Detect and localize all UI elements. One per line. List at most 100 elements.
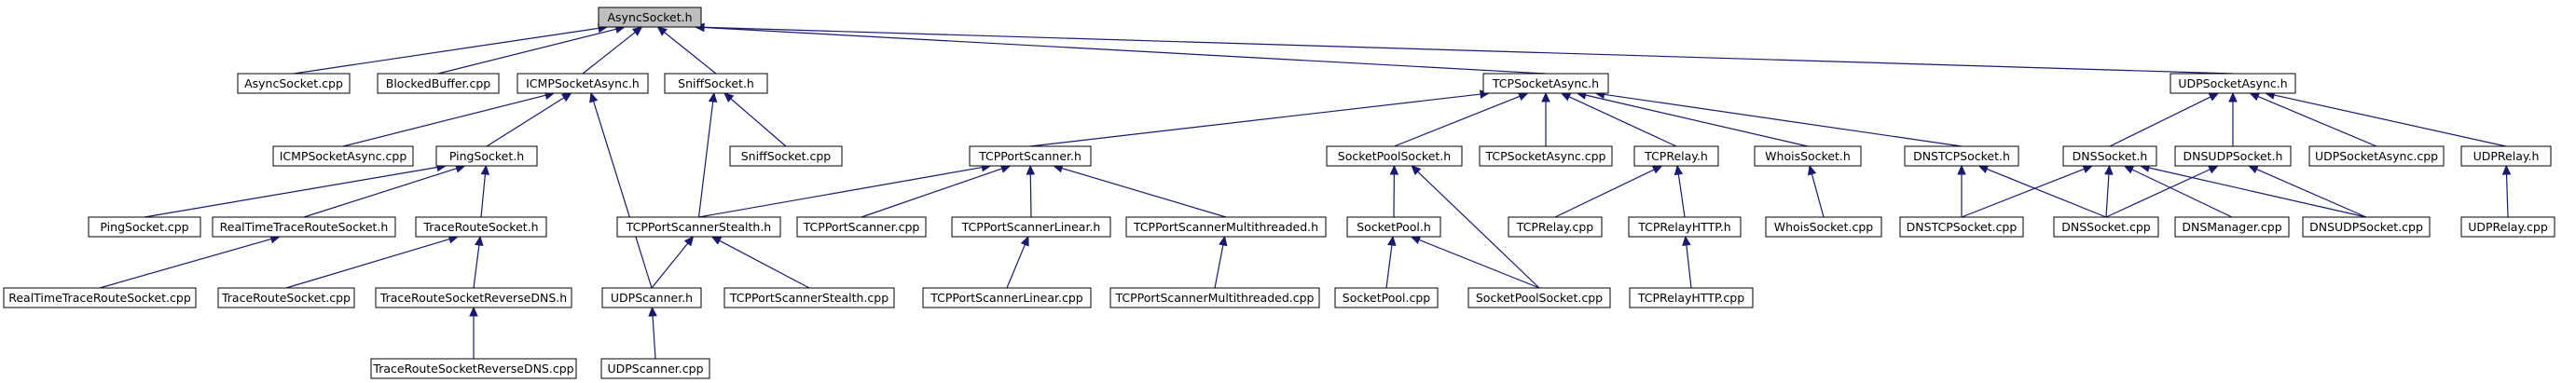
edge-dnssocket-cpp-to-dnstcpsocket-h — [1986, 168, 2107, 218]
node-label: UDPScanner.h — [611, 291, 693, 305]
node-label: DNSSocket.h — [2073, 149, 2148, 163]
node-label: RealTimeTraceRouteSocket.cpp — [8, 291, 191, 305]
node-label: UDPSocketAsync.cpp — [2315, 149, 2438, 163]
node-traceroutesocket-cpp[interactable]: TraceRouteSocket.cpp — [217, 287, 355, 308]
node-tcpportscannerlinear-h[interactable]: TCPPortScannerLinear.h — [951, 216, 1111, 238]
arrowhead-tcprelay-cpp-to-tcprelay-h — [1651, 165, 1663, 174]
node-tcpportscannerstealth-h[interactable]: TCPPortScannerStealth.h — [616, 216, 781, 238]
node-udpscanner-h[interactable]: UDPScanner.h — [601, 287, 702, 308]
node-label: TCPRelayHTTP.cpp — [1637, 291, 1744, 305]
edge-whoissocket-h-to-tcpsocketasync-h — [1585, 94, 1809, 147]
edge-udprelay-h-to-udpsocketasync-h — [2273, 94, 2507, 147]
node-label: PingSocket.cpp — [100, 220, 188, 234]
node-udprelay-h[interactable]: UDPRelay.h — [2460, 145, 2552, 167]
edge-traceroutesocket-h-to-pingsocket-h — [480, 173, 487, 218]
node-whoissocket-cpp[interactable]: WhoisSocket.cpp — [1765, 216, 1882, 238]
node-tcpsocketasync-cpp[interactable]: TCPSocketAsync.cpp — [1479, 145, 1613, 167]
node-tcprelay-cpp[interactable]: TCPRelay.cpp — [1508, 216, 1603, 238]
node-tcprelayhttp-h[interactable]: TCPRelayHTTP.h — [1628, 216, 1742, 238]
node-udpsocketasync-cpp[interactable]: UDPSocketAsync.cpp — [2308, 145, 2445, 167]
node-box — [616, 216, 781, 238]
node-box — [729, 145, 843, 167]
node-icmpsocketasync-cpp[interactable]: ICMPSocketAsync.cpp — [272, 145, 414, 167]
edge-icmpsocketasync-cpp-to-icmpsocketasync-h — [342, 94, 546, 147]
node-tcpportscannerlinear-cpp[interactable]: TCPPortScannerLinear.cpp — [922, 287, 1092, 308]
node-blockedbuffer-cpp[interactable]: BlockedBuffer.cpp — [377, 73, 500, 94]
node-socketpoolsocket-h[interactable]: SocketPoolSocket.h — [1326, 145, 1463, 167]
arrowhead-dnsudpsocket-cpp-to-dnsudpsocket-h — [2248, 165, 2259, 174]
node-whoissocket-h[interactable]: WhoisSocket.h — [1754, 145, 1862, 167]
node-box — [1633, 145, 1719, 167]
node-tcprelay-h[interactable]: TCPRelay.h — [1633, 145, 1719, 167]
node-box — [1765, 216, 1882, 238]
node-box — [1326, 145, 1463, 167]
node-icmpsocketasync-h[interactable]: ICMPSocketAsync.h — [517, 73, 649, 94]
node-box — [922, 287, 1092, 308]
node-dnssocket-h[interactable]: DNSSocket.h — [2062, 145, 2157, 167]
node-asyncsocket-h[interactable]: AsyncSocket.h — [598, 7, 702, 28]
node-box — [600, 358, 710, 379]
node-label: WhoisSocket.h — [1765, 149, 1851, 163]
node-dnstcpsocket-h[interactable]: DNSTCPSocket.h — [1904, 145, 2019, 167]
node-udpsocketasync-h[interactable]: UDPSocketAsync.h — [2170, 73, 2296, 94]
node-tcpsocketasync-h[interactable]: TCPSocketAsync.h — [1482, 73, 1609, 94]
node-pingsocket-cpp[interactable]: PingSocket.cpp — [88, 216, 201, 238]
node-label: TCPPortScannerStealth.cpp — [729, 291, 889, 305]
node-dnsudpsocket-cpp[interactable]: DNSUDPSocket.cpp — [2302, 216, 2431, 238]
node-tcpportscannermultithreaded-cpp[interactable]: TCPPortScannerMultithreaded.cpp — [1109, 287, 1320, 308]
node-label: TraceRouteSocketReverseDNS.cpp — [372, 362, 573, 376]
node-box — [377, 73, 500, 94]
edge-dnssocket-cpp-to-dnssocket-h — [2105, 173, 2110, 218]
node-label: TCPPortScannerLinear.h — [961, 220, 1101, 234]
edge-tcpportscanner-cpp-to-tcpportscanner-h — [861, 168, 1002, 218]
node-socketpool-cpp[interactable]: SocketPool.cpp — [1334, 287, 1439, 308]
node-sniffsocket-h[interactable]: SniffSocket.h — [664, 73, 768, 94]
node-realtimetraceroutesocket-h[interactable]: RealTimeTraceRouteSocket.h — [212, 216, 396, 238]
node-traceroutesocketreversedns-cpp[interactable]: TraceRouteSocketReverseDNS.cpp — [370, 358, 577, 379]
node-asyncsocket-cpp[interactable]: AsyncSocket.cpp — [237, 73, 351, 94]
node-sniffsocket-cpp[interactable]: SniffSocket.cpp — [729, 145, 843, 167]
node-dnsudpsocket-h[interactable]: DNSUDPSocket.h — [2174, 145, 2292, 167]
node-socketpool-h[interactable]: SocketPool.h — [1346, 216, 1441, 238]
node-label: SniffSocket.cpp — [741, 149, 832, 163]
node-label: DNSUDPSocket.h — [2183, 149, 2283, 163]
node-traceroutesocket-h[interactable]: TraceRouteSocket.h — [415, 216, 547, 238]
node-tcpportscanner-cpp[interactable]: TCPPortScanner.cpp — [796, 216, 927, 238]
node-udpscanner-cpp[interactable]: UDPScanner.cpp — [600, 358, 710, 379]
node-tcprelayhttp-cpp[interactable]: TCPRelayHTTP.cpp — [1629, 287, 1754, 308]
node-socketpoolsocket-cpp[interactable]: SocketPoolSocket.cpp — [1467, 287, 1611, 308]
arrowhead-socketpoolsocket-cpp-to-socketpool-h — [1410, 236, 1422, 244]
node-label: TCPRelayHTTP.h — [1637, 220, 1730, 234]
arrowhead-dnssocket-cpp-to-dnssocket-h — [2104, 164, 2114, 175]
node-box — [1125, 216, 1327, 238]
arrowhead-sniffsocket-cpp-to-sniffsocket-h — [723, 92, 735, 103]
node-udprelay-cpp[interactable]: UDPRelay.cpp — [2460, 216, 2555, 238]
node-traceroutesocketreversedns-h[interactable]: TraceRouteSocketReverseDNS.h — [375, 287, 572, 308]
edge-sniffsocket-cpp-to-sniffsocket-h — [730, 98, 787, 147]
node-label: TCPPortScanner.h — [978, 149, 1081, 163]
node-label: TCPPortScannerMultithreaded.h — [1133, 220, 1318, 234]
arrowhead-tcpportscannerlinear-cpp-to-tcpportscannerlinear-h — [1020, 235, 1029, 247]
node-label: UDPRelay.h — [2473, 149, 2540, 163]
edge-udpsocketasync-h-to-asyncsocket-h — [703, 26, 2234, 75]
node-tcpportscannerstealth-cpp[interactable]: TCPPortScannerStealth.cpp — [723, 287, 895, 308]
arrowhead-udpscanner-h-to-icmpsocketasync-h — [589, 91, 599, 103]
node-box — [1346, 216, 1441, 238]
node-dnstcpsocket-cpp[interactable]: DNSTCPSocket.cpp — [1899, 216, 2024, 238]
node-tcpportscannermultithreaded-h[interactable]: TCPPortScannerMultithreaded.h — [1125, 216, 1327, 238]
node-pingsocket-h[interactable]: PingSocket.h — [435, 145, 538, 167]
edge-whoissocket-cpp-to-whoissocket-h — [1811, 173, 1825, 218]
node-tcpportscanner-h[interactable]: TCPPortScanner.h — [969, 145, 1092, 167]
node-dnssocket-cpp[interactable]: DNSSocket.cpp — [2053, 216, 2159, 238]
node-label: DNSTCPSocket.h — [1913, 149, 2010, 163]
node-box — [1899, 216, 2024, 238]
arrowhead-udprelay-cpp-to-udprelay-h — [2501, 164, 2512, 175]
node-box — [88, 216, 201, 238]
node-box — [1482, 73, 1609, 94]
node-label: TCPPortScannerStealth.h — [626, 220, 771, 234]
arrowhead-socketpool-h-to-socketpoolsocket-h — [1389, 164, 1399, 175]
node-realtimetraceroutesocket-cpp[interactable]: RealTimeTraceRouteSocket.cpp — [3, 287, 197, 308]
node-dnsmanager-cpp[interactable]: DNSManager.cpp — [2174, 216, 2290, 238]
